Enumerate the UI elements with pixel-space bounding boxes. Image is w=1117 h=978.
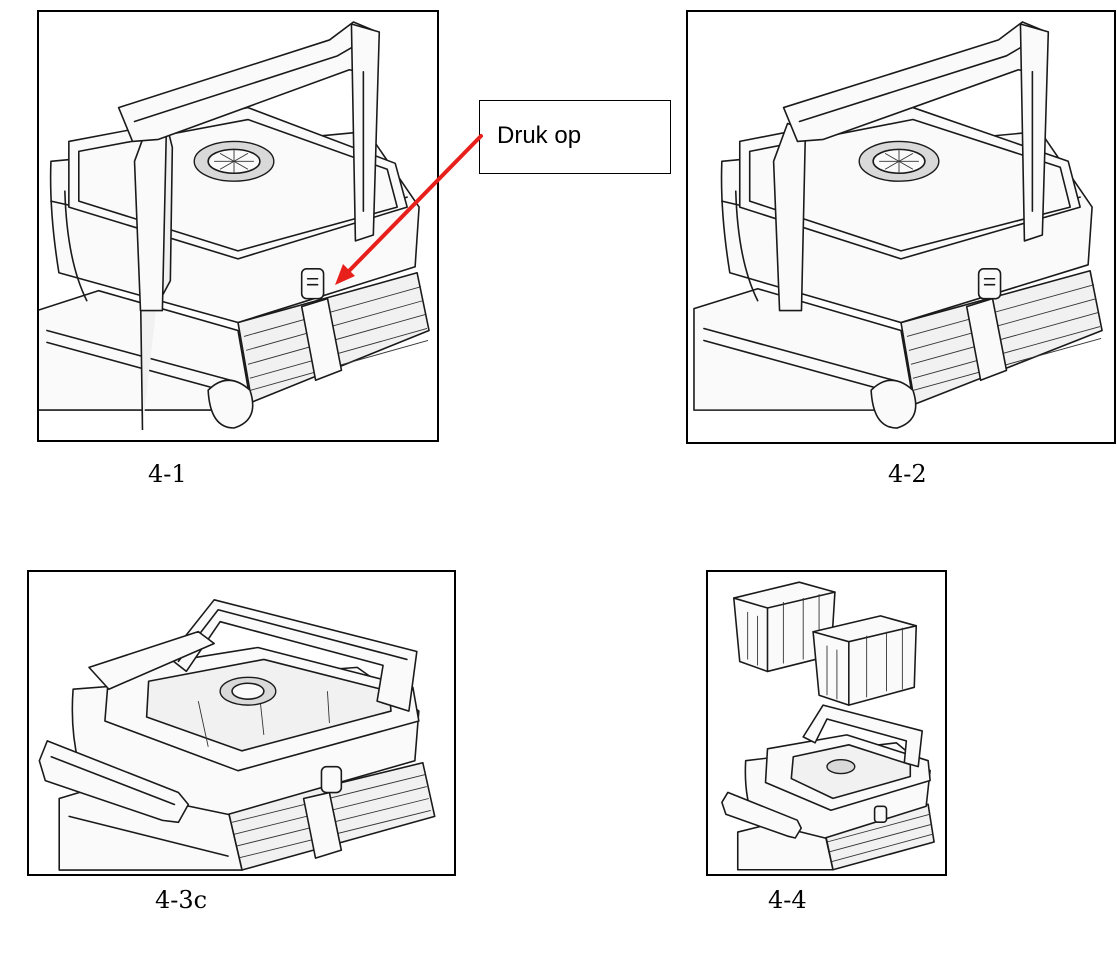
figure-4-3c-frame: [27, 570, 456, 876]
figure-4-1-frame: [37, 10, 439, 442]
robot-filters-removed-illustration: [721, 581, 935, 871]
filter-basket-2-icon: [812, 615, 918, 706]
robot-closed-illustration: [39, 21, 430, 430]
figure-4-4-caption: 4-4: [768, 886, 807, 914]
filter-basket-1-icon: [732, 581, 836, 673]
latch-button-icon: [977, 268, 1002, 300]
figure-4-1-caption: 4-1: [148, 460, 187, 488]
latch-button-icon: [300, 267, 325, 300]
figure-4-2-frame: [686, 10, 1116, 444]
latch-button-icon: [320, 765, 343, 794]
callout-label: Druk op: [497, 122, 582, 149]
figure-4-2-caption: 4-2: [888, 460, 927, 488]
robot-closed-illustration: [693, 21, 1103, 429]
figure-4-3c-caption: 4-3c: [155, 886, 208, 914]
robot-lid-open-illustration: [38, 599, 436, 871]
callout-box: Druk op: [479, 100, 671, 174]
figure-4-4-frame: [706, 570, 947, 876]
latch-button-icon: [873, 805, 888, 823]
